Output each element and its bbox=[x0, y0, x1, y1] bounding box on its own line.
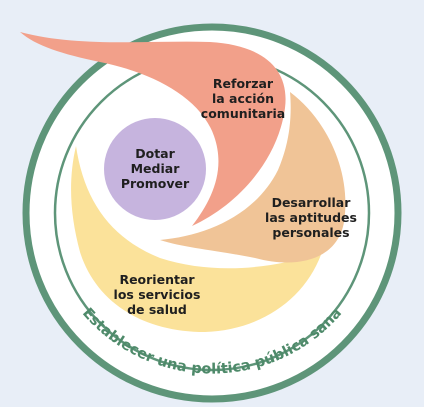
core-label: Dotar Mediar Promover bbox=[120, 146, 190, 191]
reforzar-section bbox=[20, 32, 286, 226]
desarrollar-label: Desarrollar las aptitudes personales bbox=[265, 195, 357, 240]
core-circle bbox=[104, 118, 206, 220]
reorientar-label: Reorientar los servicios de salud bbox=[113, 272, 201, 317]
reforzar-label: Reforzar la acción comunitaria bbox=[200, 76, 286, 121]
desarrollar-section bbox=[160, 92, 346, 263]
reorientar-section bbox=[71, 146, 322, 332]
